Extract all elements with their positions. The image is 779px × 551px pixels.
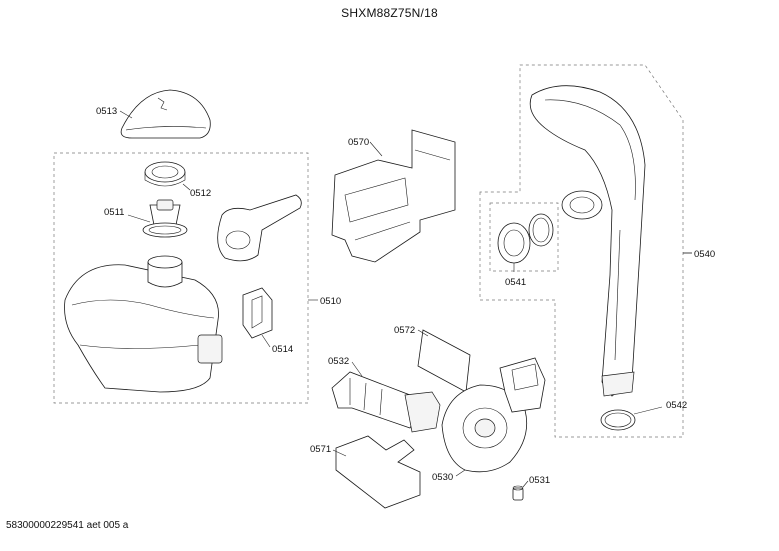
label-0513: 0513 — [96, 106, 117, 117]
leader-0531 — [522, 480, 529, 488]
leader-0530 — [455, 469, 466, 477]
leader-0572 — [417, 329, 429, 337]
part-0510-container — [64, 255, 223, 393]
part-0514-clip — [242, 287, 273, 339]
group-0540-boundary — [479, 64, 684, 438]
label-0530: 0530 — [432, 472, 453, 483]
label-0510: 0510 — [320, 296, 341, 307]
part-0513-cap — [120, 89, 211, 139]
part-0542-gasket — [600, 409, 636, 431]
label-0512: 0512 — [190, 188, 211, 199]
document-code: 58300000229541 aet 005 a — [6, 520, 129, 531]
diagram-title: SHXM88Z75N/18 — [341, 6, 438, 20]
leader-0514 — [261, 334, 271, 348]
label-0541: 0541 — [505, 277, 526, 288]
label-0572: 0572 — [394, 325, 415, 336]
part-0571-foil — [335, 435, 421, 509]
label-0532: 0532 — [328, 356, 349, 367]
leader-0512 — [182, 183, 191, 191]
part-0540-duct — [529, 85, 646, 397]
label-0540: 0540 — [694, 249, 715, 260]
label-0570: 0570 — [348, 137, 369, 148]
label-0571: 0571 — [310, 444, 331, 455]
part-0532-hose — [331, 371, 441, 433]
label-0542: 0542 — [666, 400, 687, 411]
leader-0570 — [369, 141, 383, 157]
leader-0571 — [332, 449, 347, 457]
part-0531-plug — [512, 485, 524, 501]
part-0541-seal — [497, 213, 554, 264]
part-0512-ring — [144, 161, 186, 187]
part-0530-fan-motor — [441, 357, 546, 473]
part-0570-bracket — [331, 129, 456, 263]
part-dispenser-arm — [217, 194, 302, 262]
part-0572-pad — [417, 329, 471, 393]
leader-0511 — [127, 214, 151, 223]
leader-0532 — [351, 361, 363, 377]
group-0510-boundary — [53, 152, 309, 404]
leader-0513 — [119, 110, 133, 119]
leader-0542 — [633, 406, 663, 415]
label-0514: 0514 — [272, 344, 293, 355]
part-0511-insert — [142, 199, 188, 238]
label-0511: 0511 — [104, 207, 124, 218]
group-0541-boundary — [489, 202, 559, 272]
label-0531: 0531 — [529, 475, 550, 486]
